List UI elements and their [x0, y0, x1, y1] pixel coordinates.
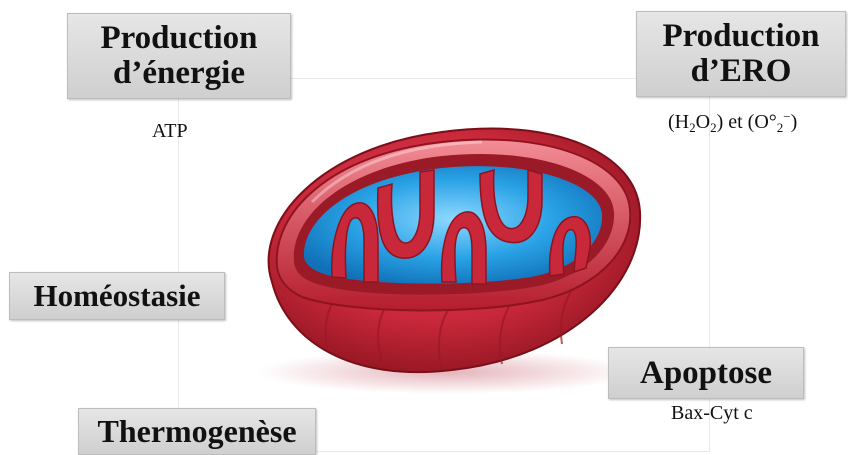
- mitochondrion-illustration: [232, 92, 652, 402]
- thermogenese-text: Thermogenèse: [97, 415, 296, 449]
- production-energie-label: Production d’énergie: [67, 13, 291, 99]
- mitochondrion-icon: [232, 92, 652, 402]
- production-energie-line2: d’énergie: [113, 56, 245, 91]
- production-ero-line1: Production: [662, 19, 819, 54]
- atp-text: ATP: [152, 120, 188, 143]
- ero-sup-1: −: [783, 109, 790, 124]
- bax-cytc-text: Bax-Cyt c: [671, 402, 753, 425]
- homeostasie-label: Homéostasie: [9, 272, 225, 320]
- apoptose-text: Apoptose: [640, 356, 772, 391]
- ero-species-text: (H2O2) et (O°2−): [668, 109, 797, 136]
- ero-part-open: (H: [668, 111, 689, 133]
- homeostasie-text: Homéostasie: [33, 280, 200, 313]
- thermogenese-label: Thermogenèse: [78, 408, 316, 455]
- production-ero-line2: d’ERO: [691, 54, 792, 89]
- production-ero-label: Production d’ERO: [636, 11, 846, 97]
- ero-part-close1: ) et (O°: [717, 111, 777, 133]
- apoptose-label: Apoptose: [608, 347, 804, 399]
- production-energie-line1: Production: [100, 21, 257, 56]
- ero-part-mid: O: [696, 111, 710, 133]
- ero-part-close2: ): [791, 111, 798, 133]
